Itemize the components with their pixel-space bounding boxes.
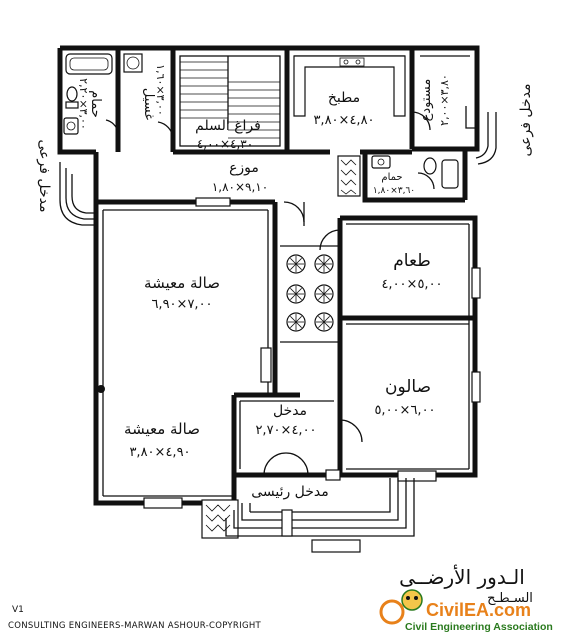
kitchen-counter xyxy=(293,55,406,117)
plant-leaf xyxy=(295,263,302,270)
entry-dims: ٤,٠٠×٢,٧٠ xyxy=(255,423,316,438)
staircase xyxy=(179,55,281,147)
kitchen-label: مطبخ xyxy=(328,90,360,106)
small-bath-dims: ٣,٦٠×١,٨٠ xyxy=(373,186,415,196)
plant-leaf xyxy=(318,293,325,300)
side-entrance-left-label: مدخل فرعى xyxy=(36,140,52,213)
plant-icons xyxy=(286,254,334,332)
living-bottom-label: صالة معيشة xyxy=(124,420,200,438)
plant-leaf xyxy=(323,263,330,270)
main-entrance-label: مدخل رئيسى xyxy=(251,484,329,500)
plant-leaf xyxy=(323,288,330,295)
stair-label: فراغ السلم xyxy=(195,118,261,134)
washing-machine-icon xyxy=(123,53,143,73)
windows xyxy=(143,197,481,509)
logo-text: CivilEA.com xyxy=(426,600,531,620)
kitchen-dims: ٤,٨٠×٣,٨٠ xyxy=(313,113,374,128)
laundry-dims: ٣,٠٠×١,٦٠ xyxy=(154,64,167,116)
storage-label: مستودع xyxy=(419,79,434,122)
doors xyxy=(105,111,435,476)
plant-leaf xyxy=(290,288,297,295)
plant-leaf xyxy=(323,258,330,265)
plant-leaf xyxy=(323,293,330,300)
entry-steps xyxy=(59,106,497,553)
plant-leaf xyxy=(318,288,325,295)
plant-leaf xyxy=(323,316,330,323)
plant-leaf xyxy=(318,258,325,265)
planter-icon xyxy=(201,499,239,539)
partial-title: السـطـح xyxy=(487,591,533,606)
living-top-dims: ٧,٠٠×٦,٩٠ xyxy=(151,297,212,312)
salon-dims: ٦,٠٠×٥,٠٠ xyxy=(374,403,435,418)
plant-leaf xyxy=(295,258,302,265)
entry-label: مدخل xyxy=(273,403,307,419)
plant-leaf xyxy=(295,293,302,300)
plant-leaf xyxy=(290,258,297,265)
dining-label: طعام xyxy=(393,251,430,271)
corridor-label: موزع xyxy=(229,160,259,176)
watermark-logo: CivilEA.com xyxy=(379,589,531,625)
plant-leaf xyxy=(290,321,297,328)
bath-right-label: حمام xyxy=(88,90,103,118)
planter-icon xyxy=(337,155,361,197)
column-marker xyxy=(97,385,105,393)
floor-title: الـدور الأرضــى xyxy=(399,565,525,589)
corridor-dims: ٩,١٠×١,٨٠ xyxy=(212,180,268,194)
plant-leaf xyxy=(318,263,325,270)
storage-dims: ٣,٨٠×٢,٠٠ xyxy=(438,74,451,126)
plant-leaf xyxy=(318,321,325,328)
plant-leaf xyxy=(295,321,302,328)
plant-leaf xyxy=(295,288,302,295)
plant-leaf xyxy=(290,263,297,270)
plant-leaf xyxy=(295,316,302,323)
walls xyxy=(57,45,480,506)
bath-right-dims: ٣,٠٠×٢,٢٠ xyxy=(77,78,90,130)
toilet-icon xyxy=(65,86,79,109)
plant-leaf xyxy=(318,316,325,323)
plant-leaf xyxy=(290,316,297,323)
small-bath-fixtures xyxy=(371,155,459,189)
stair-dims: ٤,٣٠×٤,٠٠ xyxy=(197,137,253,151)
bathtub xyxy=(65,53,113,75)
salon-label: صالون xyxy=(385,377,431,397)
dining-dims: ٥,٠٠×٤,٠٠ xyxy=(381,277,442,292)
laundry-label: غسيل xyxy=(141,88,156,120)
watermark-text: Civil Engineering Association xyxy=(405,621,553,633)
copyright-text: CONSULTING ENGINEERS-MARWAN ASHOUR-COPYR… xyxy=(8,621,262,631)
plant-leaf xyxy=(290,293,297,300)
page-number: V1 xyxy=(12,605,24,615)
plant-leaf xyxy=(323,321,330,328)
side-entrance-right-label: مدخل فرعى xyxy=(518,84,534,157)
living-bottom-dims: ٤,٩٠×٣,٨٠ xyxy=(129,445,190,460)
small-bath-label: حمام xyxy=(381,172,402,183)
living-top-label: صالة معيشة xyxy=(144,274,220,292)
washbasin-icon xyxy=(63,117,79,135)
